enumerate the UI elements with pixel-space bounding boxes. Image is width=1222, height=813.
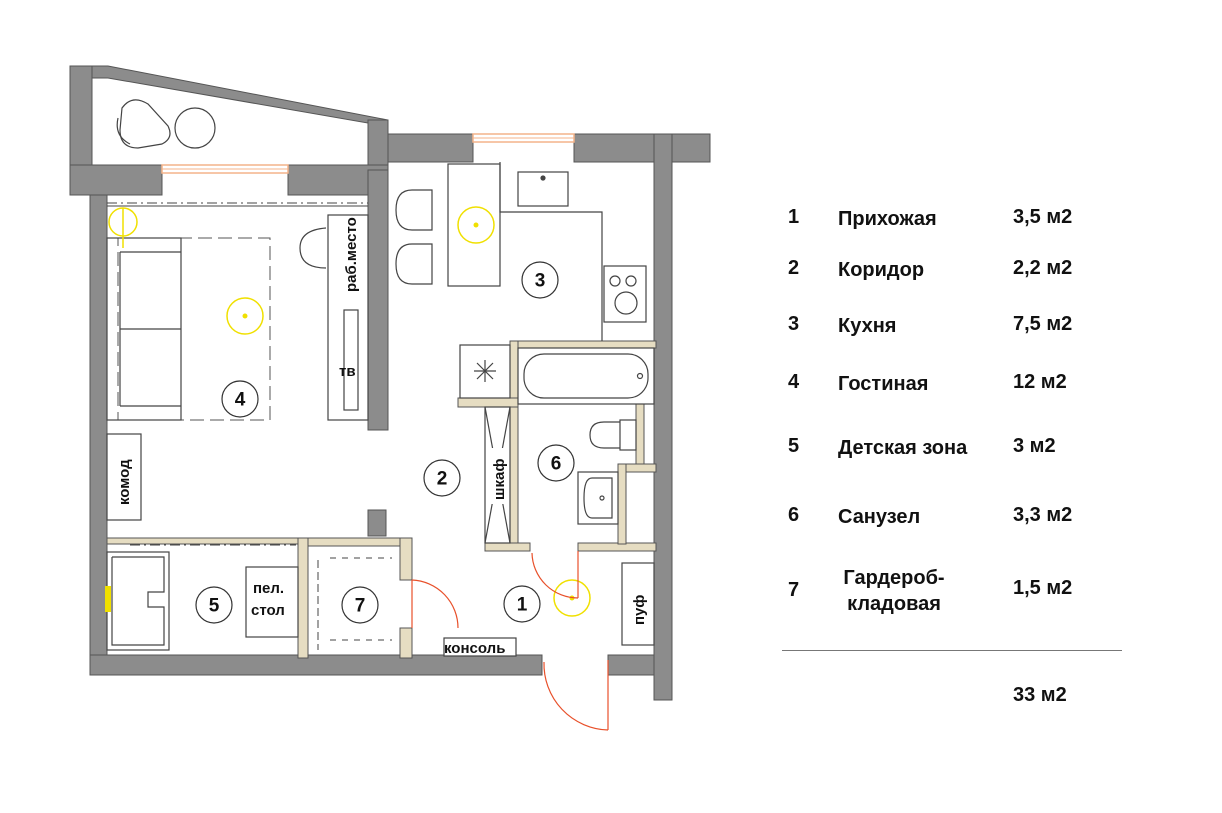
legend-divider [782,650,1122,651]
legend-area: 12 м2 [1013,371,1067,393]
dining-chairs [395,189,433,285]
balcony-chair [116,99,171,149]
toilet [589,419,637,451]
legend-number: 6 [788,504,800,526]
rug [117,237,271,421]
pantry-door [411,579,459,629]
legend-area: 1,5 м2 [1013,577,1073,599]
bathtub [517,347,655,405]
crib [106,551,170,651]
legend-number: 5 [788,435,800,457]
wardrobe-label: шкаф [491,459,508,500]
balcony-window [161,164,289,174]
legend-name: Гостиная [838,373,929,395]
pouf-label: пуф [631,595,648,625]
wardrobe-label-bg [489,448,507,504]
room-number-2: 2 [423,459,461,497]
legend-name: Коридор [838,259,925,281]
svg-text:4: 4 [235,390,246,411]
workplace-label: раб.место [343,217,360,292]
bathroom-door [531,551,579,599]
dining-table [447,163,501,287]
room-number-4: 4 [221,380,259,418]
legend-name: Кухня [838,315,897,337]
washing-machine [459,344,511,399]
wall-lamp [108,207,138,248]
kitchen-window [472,133,575,143]
exterior-walls [69,65,711,701]
balcony-table [174,107,216,149]
living-curtain [107,202,368,207]
legend-total: 33 м2 [1013,684,1067,706]
svg-text:5: 5 [209,596,220,617]
kitchen-counter [499,162,647,341]
legend-name: Прихожая [838,208,937,230]
legend-area: 7,5 м2 [1013,313,1073,335]
legend-number: 4 [788,371,800,393]
legend-number: 1 [788,206,800,228]
svg-text:2: 2 [437,469,448,490]
legend-number: 2 [788,257,800,279]
room-number-3: 3 [521,261,559,299]
tv-label: тв [339,363,356,380]
living-lamp [226,297,264,335]
changing-table [245,566,299,638]
workplace-desk [299,214,369,421]
legend-area: 3,3 м2 [1013,504,1073,526]
sofa [106,237,182,421]
legend-name: Детская зона [838,437,968,459]
legend-number: 3 [788,313,800,335]
legend-area: 2,2 м2 [1013,257,1073,279]
hanging-rail [317,557,392,650]
room-number-7: 7 [341,586,379,624]
crib-lamp [105,586,111,612]
entrance-door [543,660,609,731]
changing-table-label-line2: стол [251,602,285,619]
changing-table-label-line1: пел. [253,580,284,597]
console-table [443,637,517,657]
pouf [621,562,655,646]
svg-text:6: 6 [551,454,562,475]
washbasin [577,471,619,525]
kitchen-lamp [457,206,495,244]
legend-name: Гардероб- кладовая [843,567,945,615]
legend-area: 3,5 м2 [1013,206,1073,228]
console-label: консоль [444,640,505,657]
legend-number: 7 [788,579,800,601]
room-number-1: 1 [503,585,541,623]
legend-area: 3 м2 [1013,435,1056,457]
room-number-5: 5 [195,586,233,624]
room-number-6: 6 [537,444,575,482]
svg-text:1: 1 [517,595,528,616]
dresser-label: комод [116,459,133,505]
svg-text:3: 3 [535,271,546,292]
legend-name: Санузел [838,506,921,528]
svg-text:7: 7 [355,596,366,617]
dresser [106,433,142,521]
